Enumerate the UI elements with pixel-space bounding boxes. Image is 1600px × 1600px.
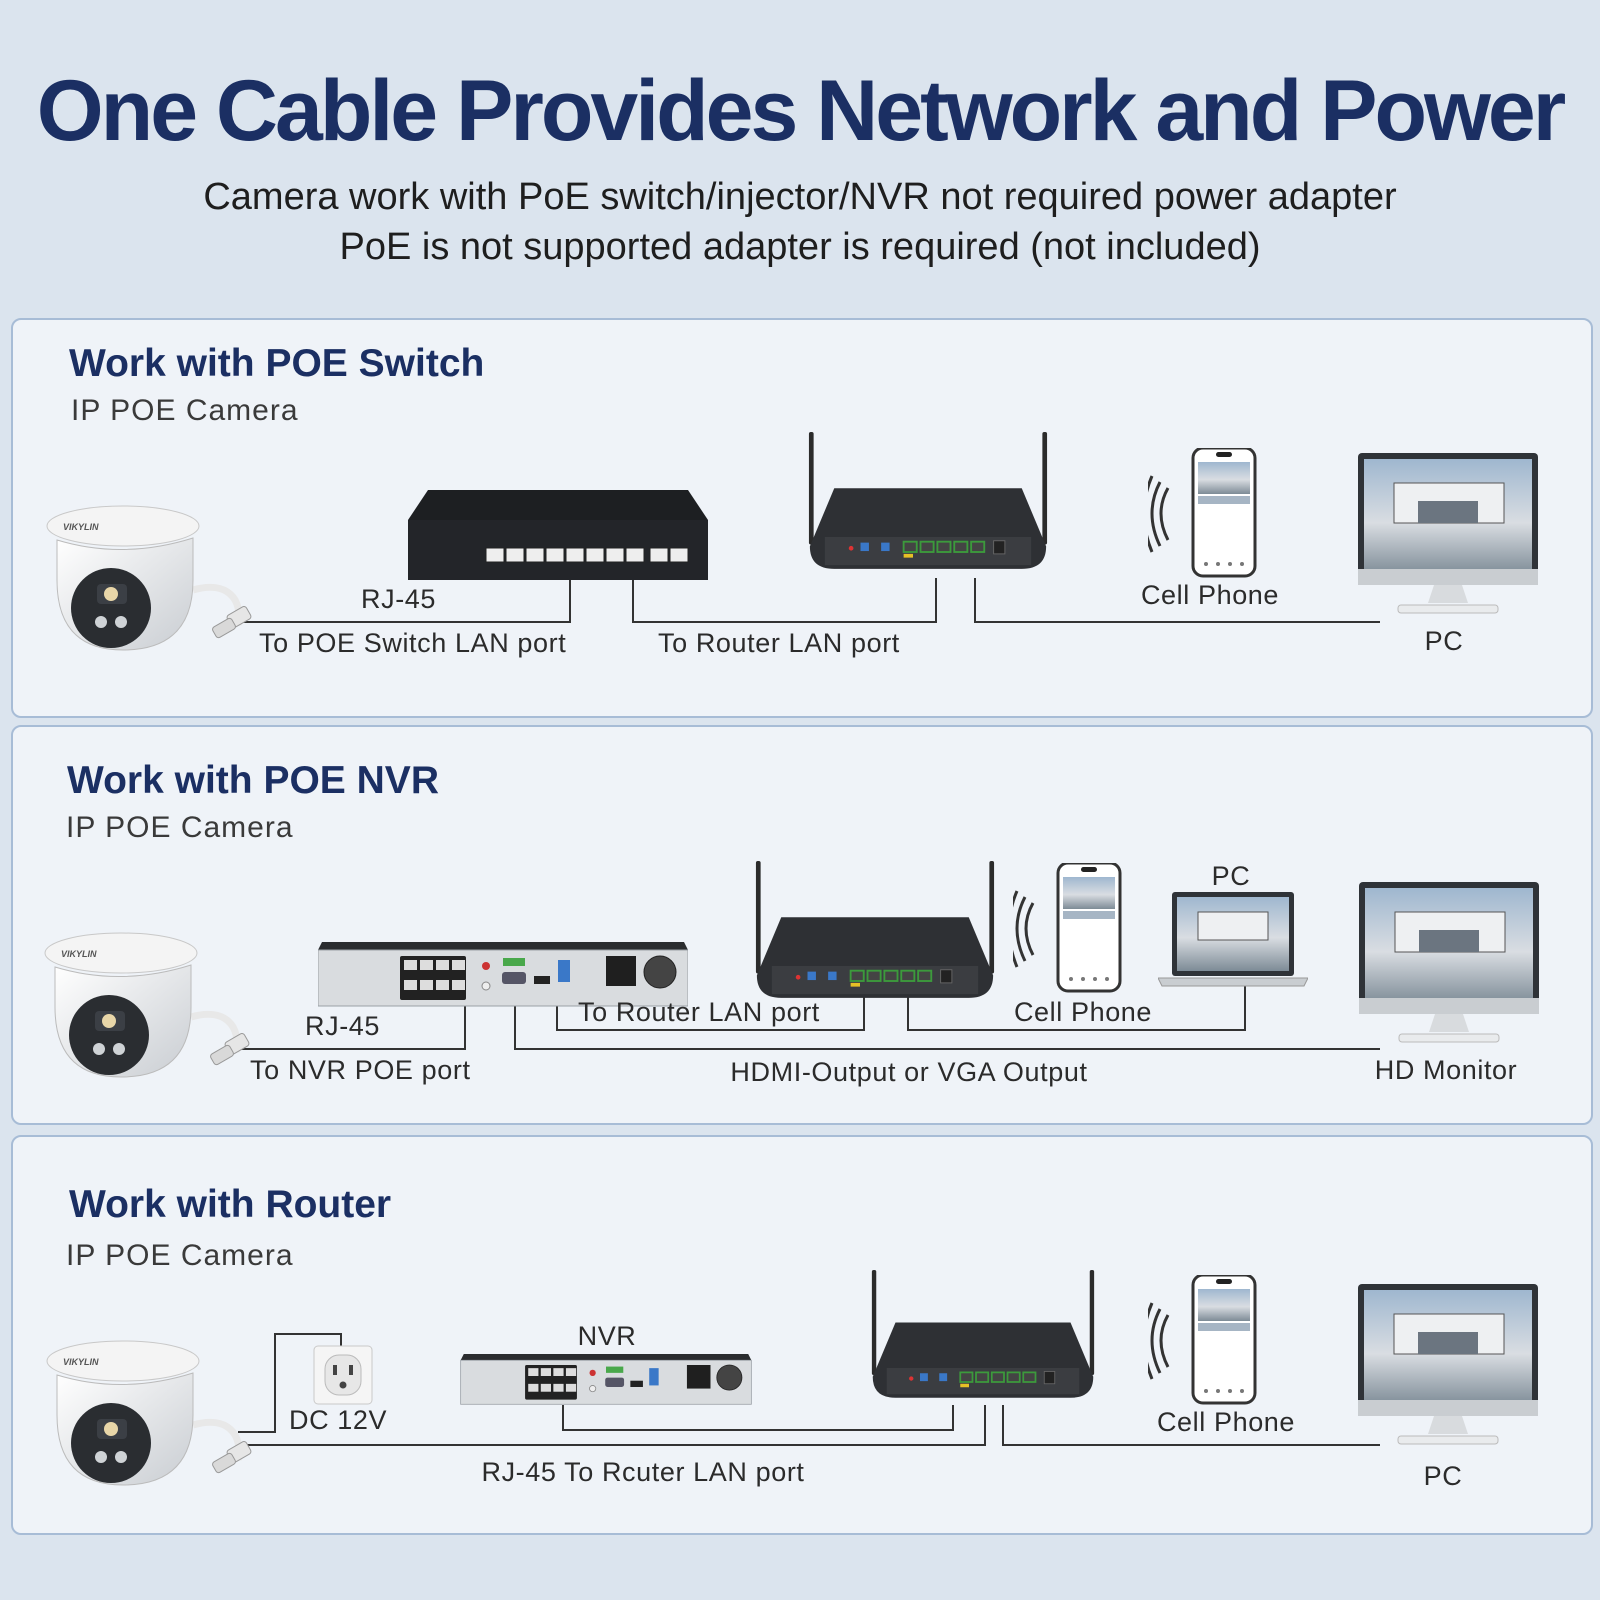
monitor-icon <box>1358 453 1538 623</box>
panel-title: Work with POE Switch <box>69 342 485 385</box>
connection-lines <box>233 982 1380 1050</box>
cell-phone-label: Cell Phone <box>1140 580 1280 610</box>
rj45-label: RJ-45 <box>361 584 437 614</box>
cell-phone-icon <box>1013 863 1123 993</box>
connection-lines <box>238 1333 1380 1446</box>
laptop-icon <box>1158 892 1308 992</box>
cell-phone-label: Cell Phone <box>1156 1407 1296 1437</box>
power-outlet-icon <box>313 1345 373 1405</box>
rj45-label: RJ-45 <box>305 1011 381 1041</box>
panel-router: Work with Router IP POE Camera DC 12V NV… <box>11 1135 1593 1535</box>
router-icon <box>798 432 1058 582</box>
dome-camera-icon <box>43 500 263 660</box>
page-subtitle-line2: PoE is not supported adapter is required… <box>339 226 1261 268</box>
panel-poe-nvr: Work with POE NVR IP POE Camera RJ-45 To… <box>11 725 1593 1125</box>
to-router-label: To Router LAN port <box>578 997 820 1027</box>
router-icon <box>853 1270 1113 1410</box>
monitor-icon <box>1359 882 1539 1052</box>
dome-camera-icon <box>43 1335 263 1495</box>
panel-subtitle: IP POE Camera <box>71 394 299 427</box>
dome-camera-icon <box>41 927 261 1087</box>
hdmi-label: HDMI-Output or VGA Output <box>730 1057 1088 1087</box>
pc-label: PC <box>1424 626 1464 656</box>
cell-phone-icon <box>1148 448 1258 578</box>
panel-subtitle: IP POE Camera <box>66 1239 294 1272</box>
to-switch-label: To POE Switch LAN port <box>259 628 567 658</box>
connection-lines <box>238 575 1380 623</box>
pc-label: PC <box>1211 861 1251 891</box>
page-title: One Cable Provides Network and Power <box>36 63 1566 159</box>
to-nvr-label: To NVR POE port <box>250 1055 471 1085</box>
rj45-router-label: RJ-45 To Rcuter LAN port <box>481 1457 805 1487</box>
nvr-label: NVR <box>577 1321 637 1351</box>
nvr-icon <box>421 1354 791 1409</box>
panel-title: Work with Router <box>69 1183 392 1226</box>
hd-monitor-label: HD Monitor <box>1374 1055 1518 1085</box>
cell-phone-label: Cell Phone <box>1013 997 1153 1027</box>
cell-phone-icon <box>1148 1275 1258 1405</box>
router-icon <box>745 861 1005 1011</box>
pc-label: PC <box>1423 1461 1463 1491</box>
dc-12v-label: DC 12V <box>289 1405 388 1435</box>
monitor-icon <box>1358 1284 1538 1454</box>
panel-subtitle: IP POE Camera <box>66 811 294 844</box>
poe-switch-icon <box>408 490 708 580</box>
page-subtitle-line1: Camera work with PoE switch/injector/NVR… <box>203 176 1397 218</box>
to-router-label: To Router LAN port <box>658 628 900 658</box>
panel-title: Work with POE NVR <box>67 759 439 802</box>
panel-poe-switch: Work with POE Switch IP POE Camera RJ-45… <box>11 318 1593 718</box>
